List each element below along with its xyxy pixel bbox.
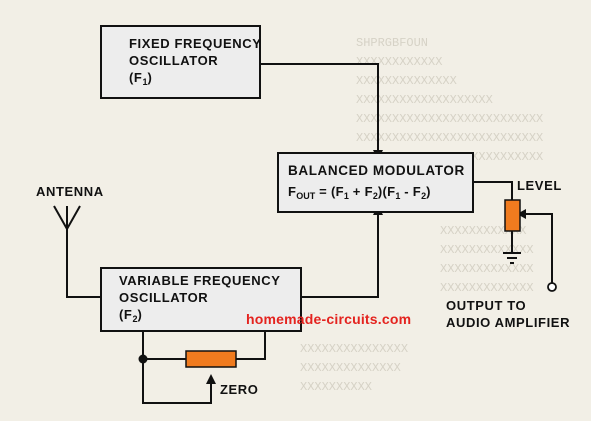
fixed-frequency-oscillator-block: FIXED FREQUENCY OSCILLATOR (F1) <box>100 25 261 99</box>
variable-frequency-oscillator-block: VARIABLE FREQUENCY OSCILLATOR (F2) <box>100 267 302 332</box>
junction-dot <box>138 354 148 364</box>
level-potentiometer <box>504 199 521 232</box>
fixed-osc-title-line2: OSCILLATOR <box>129 53 219 68</box>
antenna-icon <box>53 205 81 232</box>
level-label: LEVEL <box>517 178 562 193</box>
arrowhead <box>206 374 216 384</box>
fixed-osc-symbol: (F1) <box>129 70 153 87</box>
watermark-text: homemade-circuits.com <box>246 311 412 327</box>
output-terminal-icon <box>547 282 557 292</box>
fixed-osc-title-line1: FIXED FREQUENCY <box>129 36 262 51</box>
output-label-line2: AUDIO AMPLIFIER <box>446 315 571 330</box>
var-osc-title-line2: OSCILLATOR <box>119 290 209 305</box>
modulator-equation: FOUT = (F1 + F2)(F1 - F2) <box>288 184 431 201</box>
zero-label: ZERO <box>220 382 259 397</box>
output-label-line1: OUTPUT TO <box>446 298 527 313</box>
antenna-label: ANTENNA <box>36 184 104 199</box>
arrowhead <box>517 209 526 219</box>
wire-fixed-to-modulator <box>261 63 379 152</box>
wire-wiper-to-output <box>522 213 553 283</box>
wire-variable-to-modulator <box>302 213 379 298</box>
modulator-title: BALANCED MODULATOR <box>288 163 465 178</box>
wire-antenna-to-osc <box>66 229 100 298</box>
ground-icon <box>503 252 521 264</box>
background-print-through: XXXXXXXXXXXXXXX XXXXXXXXXXXXXX XXXXXXXXX… <box>300 342 409 394</box>
zero-potentiometer <box>185 350 237 368</box>
var-osc-symbol: (F2) <box>119 307 143 324</box>
balanced-modulator-block: BALANCED MODULATOR FOUT = (F1 + F2)(F1 -… <box>277 152 474 213</box>
var-osc-title-line1: VARIABLE FREQUENCY <box>119 273 281 288</box>
wire-modulator-to-level <box>473 181 513 200</box>
